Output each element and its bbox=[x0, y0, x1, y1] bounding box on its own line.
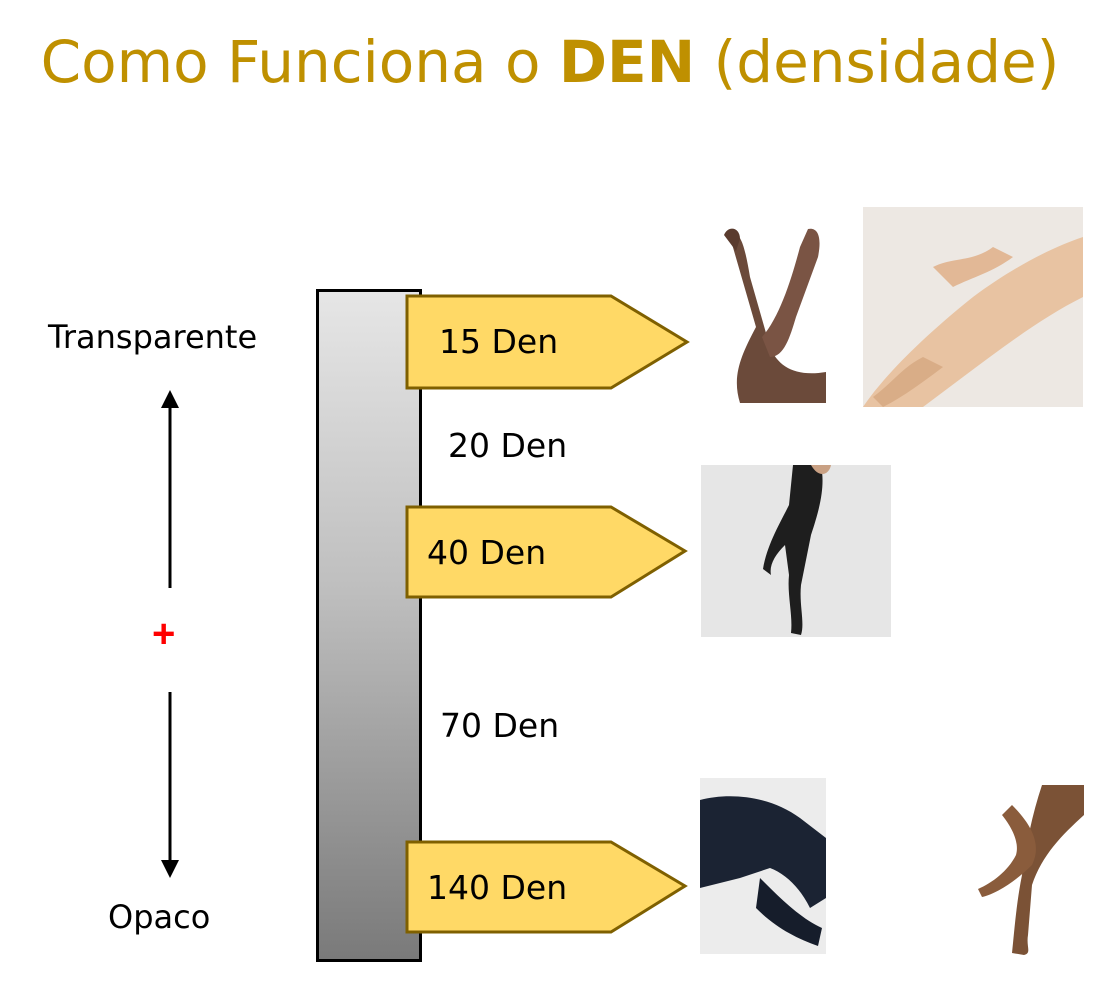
photo-15den-sheer-dark-legs bbox=[700, 207, 828, 403]
plus-symbol: + bbox=[152, 612, 176, 656]
opaque-label: Opaco bbox=[108, 898, 211, 936]
density-gradient-bar bbox=[316, 289, 422, 962]
title-bold: DEN bbox=[558, 28, 696, 96]
label-70-den: 70 Den bbox=[440, 706, 560, 745]
transparent-label: Transparente bbox=[48, 318, 258, 356]
photo-40den-black-tights bbox=[701, 465, 891, 637]
photo-15den-nude-legs bbox=[863, 207, 1083, 407]
tag-140-den: 140 Den bbox=[405, 838, 695, 938]
page-title: Como Funciona o DEN (densidade) bbox=[0, 28, 1100, 96]
tag-40-den: 40 Den bbox=[405, 503, 695, 603]
down-arrow-icon bbox=[161, 692, 179, 878]
tag-label: 140 Den bbox=[427, 868, 568, 907]
title-suffix: (densidade) bbox=[695, 28, 1060, 96]
up-arrow-icon bbox=[161, 390, 179, 588]
title-prefix: Como Funciona o bbox=[40, 28, 559, 96]
photo-140den-brown-legs bbox=[892, 785, 1084, 955]
label-20-den: 20 Den bbox=[448, 426, 568, 465]
tag-label: 15 Den bbox=[439, 322, 559, 361]
photo-140den-navy-tights bbox=[700, 778, 826, 954]
tag-15-den: 15 Den bbox=[405, 292, 695, 392]
tag-label: 40 Den bbox=[427, 533, 547, 572]
